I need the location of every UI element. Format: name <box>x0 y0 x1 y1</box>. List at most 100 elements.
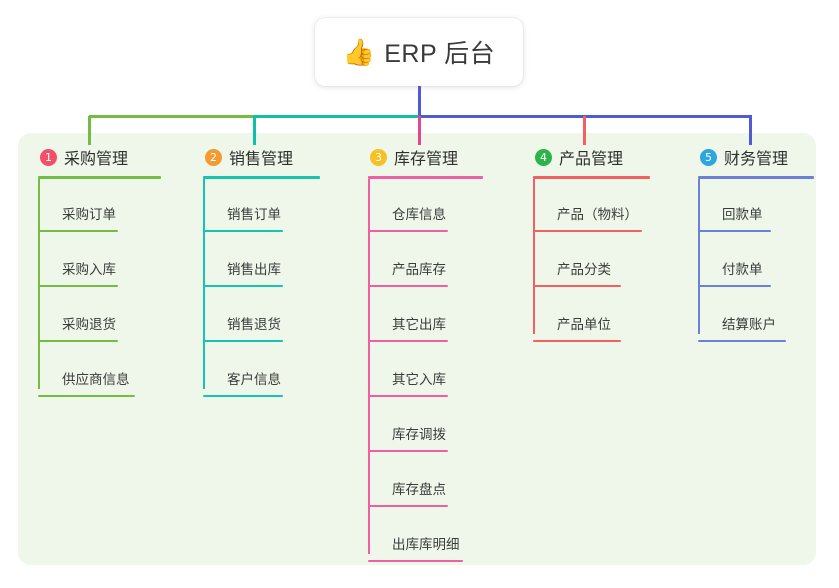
branch-leaf-underline <box>698 285 771 287</box>
branch-leaf-label: 产品分类 <box>557 262 611 277</box>
branch-leaf-label: 结算账户 <box>722 317 776 332</box>
branch-leaf-item[interactable]: 库存调拨 <box>368 401 483 456</box>
branch-leaf-underline <box>368 340 448 342</box>
branch-leaf-label: 销售出库 <box>227 262 281 277</box>
branch-title: 产品管理 <box>559 151 624 168</box>
branch-leaf-label: 库存盘点 <box>392 482 446 497</box>
branch-trunk-line <box>368 179 370 554</box>
connector-lines <box>88 86 752 145</box>
branch-leaf-item[interactable]: 采购入库 <box>38 236 161 291</box>
branch-underline <box>533 176 650 179</box>
branch-leaf-underline <box>533 340 621 342</box>
branch-leaf-item[interactable]: 产品单位 <box>533 291 650 346</box>
branch-items: 产品（物料） 产品分类产品单位 <box>533 179 650 346</box>
branch-leaf-label: 付款单 <box>722 262 763 277</box>
branch-leaf-item[interactable]: 其它入库 <box>368 346 483 401</box>
branch-column-5: 5 财务管理回款单付款单结算账户 <box>698 145 814 346</box>
branch-leaf-underline <box>203 230 283 232</box>
branch-leaf-item[interactable]: 产品库存 <box>368 236 483 291</box>
branch-leaf-underline <box>38 395 135 397</box>
branch-leaf-underline <box>368 285 448 287</box>
branch-leaf-item[interactable]: 产品（物料） <box>533 181 650 236</box>
branch-items: 回款单付款单结算账户 <box>698 179 814 346</box>
branch-leaf-underline <box>38 230 118 232</box>
branch-leaf-underline <box>533 230 642 232</box>
branch-leaf-label: 产品单位 <box>557 317 611 332</box>
branch-header-2[interactable]: 2 销售管理 <box>203 145 320 169</box>
branch-number-badge: 1 <box>40 148 57 166</box>
branch-title: 销售管理 <box>229 151 294 168</box>
branch-header-1[interactable]: 1 采购管理 <box>38 145 161 169</box>
branch-trunk-line <box>38 179 40 389</box>
branch-leaf-item[interactable]: 仓库信息 <box>368 181 483 236</box>
branch-leaf-item[interactable]: 供应商信息 <box>38 346 161 401</box>
branch-leaf-label: 采购退货 <box>62 317 116 332</box>
branch-column-2: 2 销售管理销售订单销售出库销售退货客户信息 <box>203 145 320 401</box>
branch-title: 库存管理 <box>394 151 459 168</box>
branch-leaf-item[interactable]: 销售出库 <box>203 236 320 291</box>
branch-leaf-label: 产品库存 <box>392 262 446 277</box>
branch-leaf-underline <box>698 230 771 232</box>
branch-leaf-item[interactable]: 其它出库 <box>368 291 483 346</box>
branch-underline <box>203 176 320 179</box>
branch-trunk-line <box>533 179 535 334</box>
branch-leaf-underline <box>698 340 786 342</box>
branch-leaf-underline <box>368 560 463 562</box>
branch-leaf-underline <box>368 505 448 507</box>
branch-leaf-label: 供应商信息 <box>62 372 130 387</box>
branch-header-3[interactable]: 3 库存管理 <box>368 145 483 169</box>
branch-number-badge: 3 <box>370 148 387 166</box>
branch-number-badge: 5 <box>700 148 717 166</box>
branch-header-5[interactable]: 5 财务管理 <box>698 145 814 169</box>
branch-number-badge: 4 <box>535 148 552 166</box>
branch-header-4[interactable]: 4 产品管理 <box>533 145 650 169</box>
branch-leaf-underline <box>203 340 283 342</box>
branch-title: 采购管理 <box>64 151 129 168</box>
branch-leaf-item[interactable]: 出库库明细 <box>368 511 483 566</box>
branch-leaf-item[interactable]: 客户信息 <box>203 346 320 401</box>
branch-items: 采购订单采购入库采购退货供应商信息 <box>38 179 161 401</box>
branch-title: 财务管理 <box>724 151 789 168</box>
branch-underline <box>698 176 814 179</box>
branch-leaf-label: 回款单 <box>722 207 763 222</box>
branch-leaf-item[interactable]: 销售订单 <box>203 181 320 236</box>
branch-leaf-item[interactable]: 采购订单 <box>38 181 161 236</box>
branch-leaf-label: 其它入库 <box>392 372 446 387</box>
branch-items: 销售订单销售出库销售退货客户信息 <box>203 179 320 401</box>
branch-leaf-underline <box>368 450 448 452</box>
branch-leaf-underline <box>38 340 118 342</box>
branch-underline <box>38 176 161 179</box>
branch-leaf-item[interactable]: 回款单 <box>698 181 814 236</box>
branch-leaf-underline <box>203 285 283 287</box>
branch-leaf-label: 客户信息 <box>227 372 281 387</box>
branch-leaf-item[interactable]: 采购退货 <box>38 291 161 346</box>
diagram-panel <box>18 133 816 565</box>
branch-column-3: 3 库存管理仓库信息产品库存其它出库其它入库库存调拨库存盘点出库库明细 <box>368 145 483 566</box>
branch-leaf-label: 采购订单 <box>62 207 116 222</box>
branch-leaf-underline <box>368 230 448 232</box>
branch-column-1: 1 采购管理采购订单采购入库采购退货供应商信息 <box>38 145 161 401</box>
branch-leaf-underline <box>203 395 283 397</box>
branch-trunk-line <box>698 179 700 334</box>
branch-leaf-item[interactable]: 产品分类 <box>533 236 650 291</box>
root-node-erp-backend[interactable]: 👍 ERP 后台 <box>315 18 523 86</box>
thumbs-up-icon: 👍 <box>342 37 376 67</box>
branch-leaf-underline <box>368 395 448 397</box>
branch-leaf-underline <box>38 285 118 287</box>
branch-trunk-line <box>203 179 205 389</box>
branch-leaf-label: 出库库明细 <box>392 537 460 552</box>
branch-leaf-item[interactable]: 销售退货 <box>203 291 320 346</box>
branch-leaf-item[interactable]: 结算账户 <box>698 291 814 346</box>
branch-leaf-label: 采购入库 <box>62 262 116 277</box>
branch-leaf-label: 其它出库 <box>392 317 446 332</box>
branch-leaf-underline <box>533 285 621 287</box>
branch-number-badge: 2 <box>205 148 222 166</box>
branch-leaf-item[interactable]: 付款单 <box>698 236 814 291</box>
root-node-content: 👍 ERP 后台 <box>343 34 495 70</box>
branch-column-4: 4 产品管理产品（物料） 产品分类产品单位 <box>533 145 650 346</box>
root-node-label: ERP 后台 <box>384 40 496 68</box>
branch-leaf-label: 仓库信息 <box>392 207 446 222</box>
branch-leaf-item[interactable]: 库存盘点 <box>368 456 483 511</box>
branch-leaf-label: 销售退货 <box>227 317 281 332</box>
branch-leaf-label: 库存调拨 <box>392 427 446 442</box>
